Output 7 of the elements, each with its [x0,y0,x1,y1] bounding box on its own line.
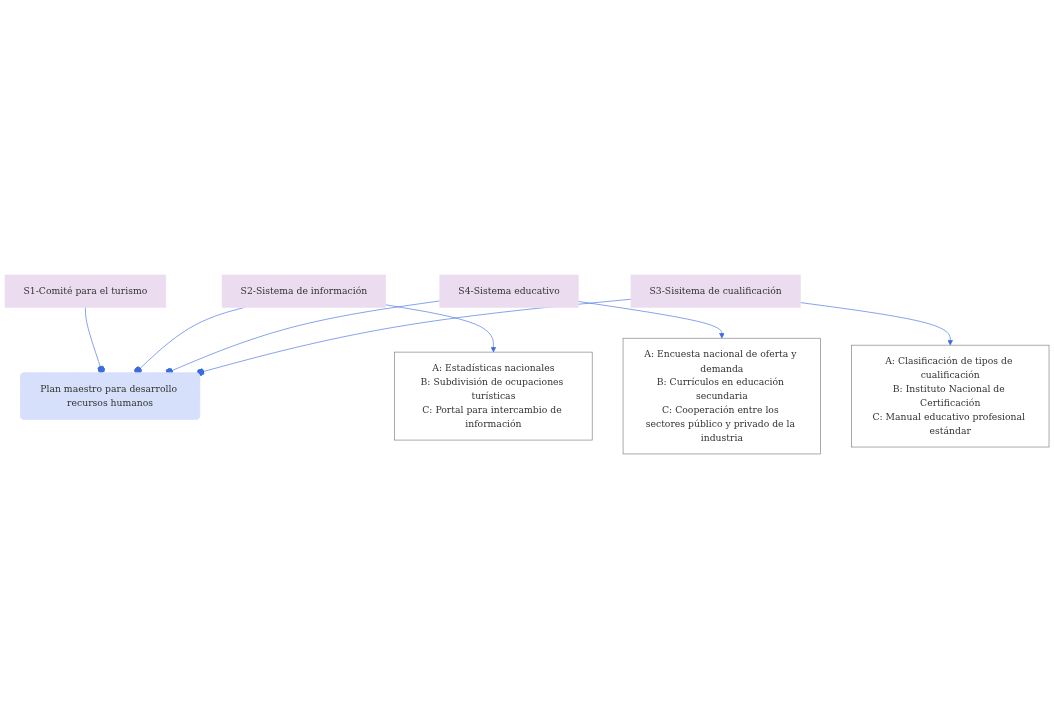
node-box: A: Estadísticas nacionales B: Subdivisión de ocupaciones turísticas C: Portal para intercambio de información [394,351,593,440]
node-box: S2-Sistema de información [221,274,386,308]
node-box: S3-Sisitema de cualificación [630,274,801,308]
node-box: S1-Comité para el turismo [4,274,167,308]
node-box: S4-Sistema educativo [439,274,579,308]
node-box: A: Clasificación de tipos de cualificación B: Instituto Nacional de Certificación C: Manual educativo profesional estándar [851,344,1050,447]
node-box: A: Encuesta nacional de oferta y demanda B: Currículos en educación secundaria C: Cooperación entre los sectores público y privado de la industria [622,337,821,454]
